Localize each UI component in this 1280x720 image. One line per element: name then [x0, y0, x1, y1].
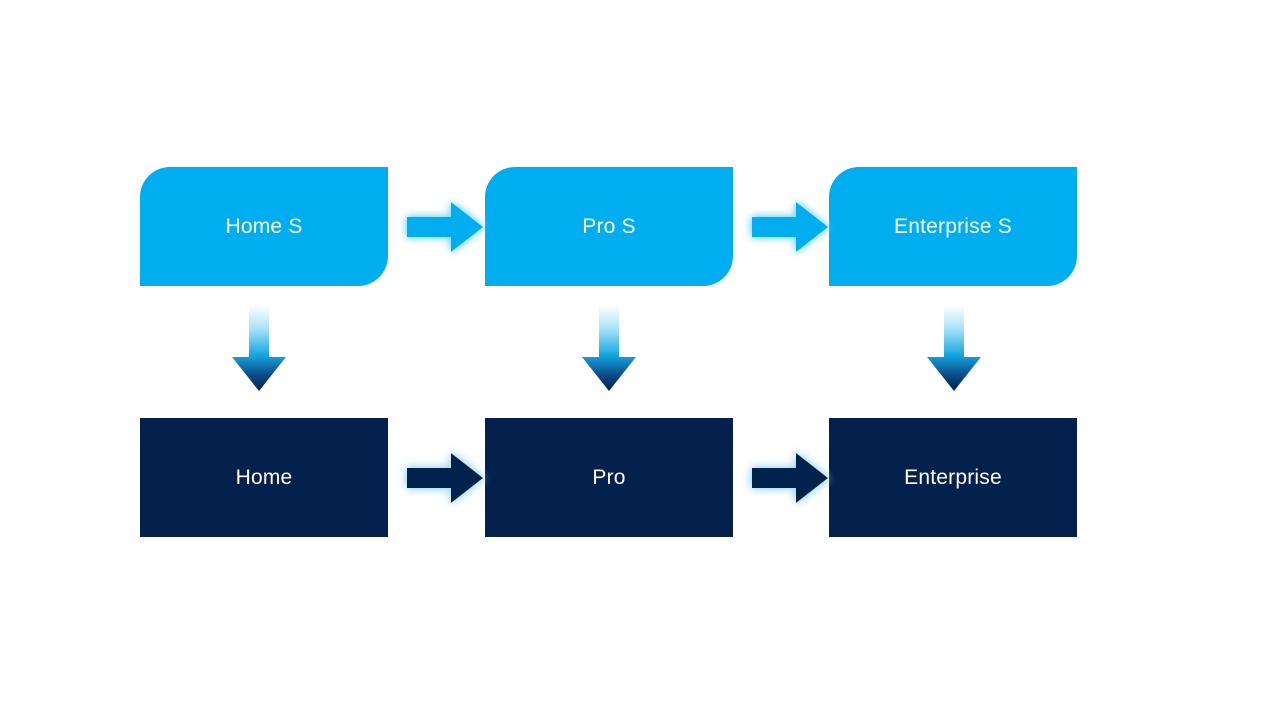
node-enterprise[interactable]: Enterprise [829, 418, 1077, 537]
arrow-down-icon-home-s-to-home [228, 305, 290, 395]
node-pro-s[interactable]: Pro S [485, 167, 733, 286]
node-home-s[interactable]: Home S [140, 167, 388, 286]
node-home[interactable]: Home [140, 418, 388, 537]
arrow-right-icon-pro-to-enterprise [750, 449, 830, 507]
arrow-right-icon-pro-s-to-enterprise-s [750, 198, 830, 256]
arrow-down-icon-enterprise-s-to-enterprise [923, 305, 985, 395]
node-pro[interactable]: Pro [485, 418, 733, 537]
arrow-right-icon-home-s-to-pro-s [405, 198, 485, 256]
arrow-right-icon-home-to-pro [405, 449, 485, 507]
node-enterprise-s[interactable]: Enterprise S [829, 167, 1077, 286]
arrow-down-icon-pro-s-to-pro [578, 305, 640, 395]
